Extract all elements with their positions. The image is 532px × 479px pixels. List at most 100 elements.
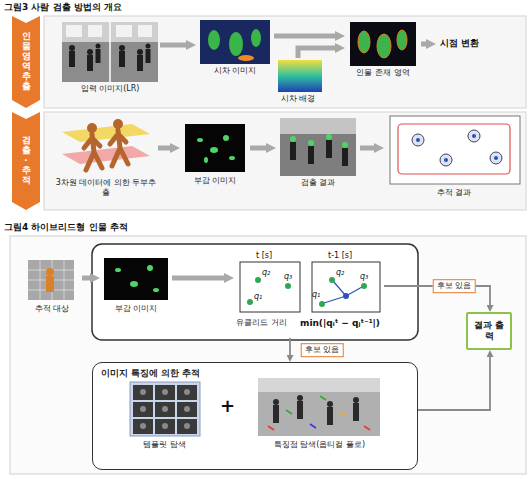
image-tile: 입력 이미지(LR) (60, 20, 160, 98)
image-tile: 검출 결과 (276, 116, 360, 190)
detection-photo (326, 134, 332, 140)
input-photo (137, 55, 143, 71)
image-tile: 특징점 탐색(옵티컬 플로) (252, 376, 388, 454)
distance-plot (285, 283, 291, 289)
distance-plot (329, 277, 335, 283)
pedestrian-illustration (62, 124, 150, 142)
feature-photo (273, 399, 279, 405)
row-panel (44, 16, 526, 210)
caption: 3차원 데이터에 의한 두부추출 (54, 178, 158, 197)
output-box: 결과 출력 (466, 312, 512, 350)
flow-arrow (421, 42, 426, 47)
input-photo (62, 22, 158, 82)
template-grid (184, 406, 190, 412)
feature-photo (297, 401, 303, 419)
input-photo (66, 25, 82, 37)
caption: 인물 존재 영역 (345, 68, 421, 78)
distance-plot (255, 277, 261, 283)
flow-arrow (421, 44, 426, 45)
tracking-map (412, 130, 502, 166)
pedestrian-illustration (110, 130, 128, 166)
image-tile: 부감 이미지 (180, 120, 250, 188)
point-label: q₁ (254, 292, 262, 301)
template-grid (177, 419, 197, 434)
stage-label: 인물 영역 추출 (22, 32, 31, 91)
target-photo (46, 268, 54, 276)
distance-plot (312, 262, 380, 312)
image-tile: 템플릿 탐색 (126, 378, 204, 454)
figure-panel (10, 236, 526, 474)
input-photo (87, 49, 93, 55)
feature-photo (364, 426, 370, 430)
template-grid (133, 385, 197, 434)
input-photo (62, 22, 158, 82)
flow-arrow (289, 338, 291, 355)
group-title: 이미지 특징에 의한 추적 (101, 367, 409, 380)
tracking-map (390, 116, 520, 184)
overhead-image (223, 135, 229, 141)
input-photo (87, 55, 93, 71)
output-label: 결과 출력 (470, 320, 508, 342)
template-grid (130, 382, 200, 436)
input-photo (88, 25, 102, 37)
input-photo (119, 45, 125, 51)
disparity-image (200, 20, 270, 64)
feature-photo (258, 378, 380, 436)
template-grid (140, 423, 146, 429)
image-tile: 추적 결과 (384, 114, 524, 200)
distance-plot (324, 281, 362, 303)
caption: 템플릿 탐색 (126, 440, 204, 450)
feature-photo (258, 378, 380, 436)
point-label: q₂ (262, 268, 270, 277)
axis-label: t-1 [s] (328, 251, 352, 260)
template-grid (162, 423, 168, 429)
position-tracking-box (92, 244, 418, 340)
process-group: 이미지 특징에 의한 추적템플릿 탐색 특징점 탐색(옵티컬 플로) (92, 362, 418, 470)
input-photo (96, 44, 101, 49)
position-tracking-box (92, 244, 418, 340)
stage-arrow: 검출·추적 (12, 112, 40, 210)
distance-plot (240, 262, 380, 312)
input-photo (137, 49, 143, 55)
image-tile: 추적 대상 (22, 258, 82, 316)
distance-plot (319, 301, 325, 307)
feature-photo (268, 396, 370, 430)
distance-plot (247, 299, 253, 305)
stage-arrow-shape (12, 16, 40, 108)
stage-arrow-shape (12, 112, 40, 210)
step-label: 시점 변환 (440, 38, 479, 48)
figure-panel (10, 236, 526, 474)
detection-photo (326, 140, 332, 158)
feature-photo (258, 378, 380, 392)
tracking-map (398, 124, 510, 174)
detection-photo (290, 140, 348, 166)
point-label: q₃ (284, 272, 292, 281)
template-grid (155, 402, 175, 417)
disparity-image (251, 29, 261, 47)
tracking-map (444, 158, 448, 162)
input-photo (146, 44, 151, 49)
overhead-image (185, 124, 245, 172)
tracking-map (390, 116, 520, 184)
caption: 특징점 탐색(옵티컬 플로) (252, 440, 388, 450)
formula: min(|qᵢᵗ − qⱼᵗ⁻¹|) (300, 318, 380, 328)
overhead-image (197, 135, 235, 163)
detection-photo (342, 142, 348, 148)
disparity-image (208, 30, 220, 50)
flow-arrow (160, 43, 186, 48)
condition-label: 후보 있음 (433, 279, 476, 293)
caption: 검출 결과 (276, 178, 360, 188)
detection-photo (308, 146, 314, 164)
template-grid (133, 419, 153, 434)
caption: 시차 배경 (268, 94, 328, 104)
target-photo (46, 276, 54, 292)
feature-photo (297, 395, 303, 401)
overhead-image (104, 258, 168, 300)
image-tile: 3차원 데이터에 의한 두부추출 (54, 114, 158, 202)
flow-arrow (360, 146, 374, 151)
stage-arrow: 인물 영역 추출 (12, 16, 40, 108)
input-photo (96, 49, 101, 63)
detection-photo (342, 148, 348, 166)
